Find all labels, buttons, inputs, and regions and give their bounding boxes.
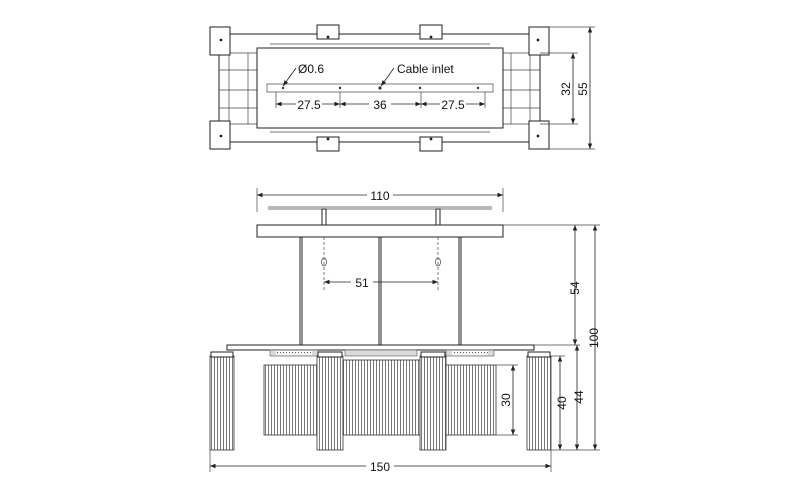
side-dim-tube-short: 30 <box>499 393 513 407</box>
top-dim-inner-height: 32 <box>559 82 573 96</box>
cable-inlet-label: Cable inlet <box>397 62 454 76</box>
top-outer-frame <box>218 33 541 143</box>
top-dim-middle: 36 <box>373 98 387 112</box>
fixture-top-bar <box>226 344 535 351</box>
top-view: Ø0.6 Cable inlet 27.5 36 27.5 32 55 <box>209 24 595 152</box>
side-dim-total-width: 150 <box>370 460 390 474</box>
side-dim-total-height: 100 <box>587 328 601 348</box>
tube-bundles <box>209 351 552 451</box>
hole-diameter-label: Ø0.6 <box>298 62 324 76</box>
top-dim-outer-height: 55 <box>576 82 590 96</box>
side-dim-drop: 54 <box>568 281 582 295</box>
side-view: 110 51 <box>209 188 601 474</box>
side-dim-hook-spacing: 51 <box>355 276 369 290</box>
side-canopy <box>256 224 504 238</box>
side-dim-tube-mid: 40 <box>555 396 569 410</box>
side-dim-tube-outer: 44 <box>572 390 586 404</box>
top-dim-left: 27.5 <box>297 98 321 112</box>
top-clamps <box>209 24 550 152</box>
top-dim-right: 27.5 <box>441 98 465 112</box>
top-rod-bar <box>266 83 494 93</box>
side-dim-canopy-width: 110 <box>370 189 389 203</box>
